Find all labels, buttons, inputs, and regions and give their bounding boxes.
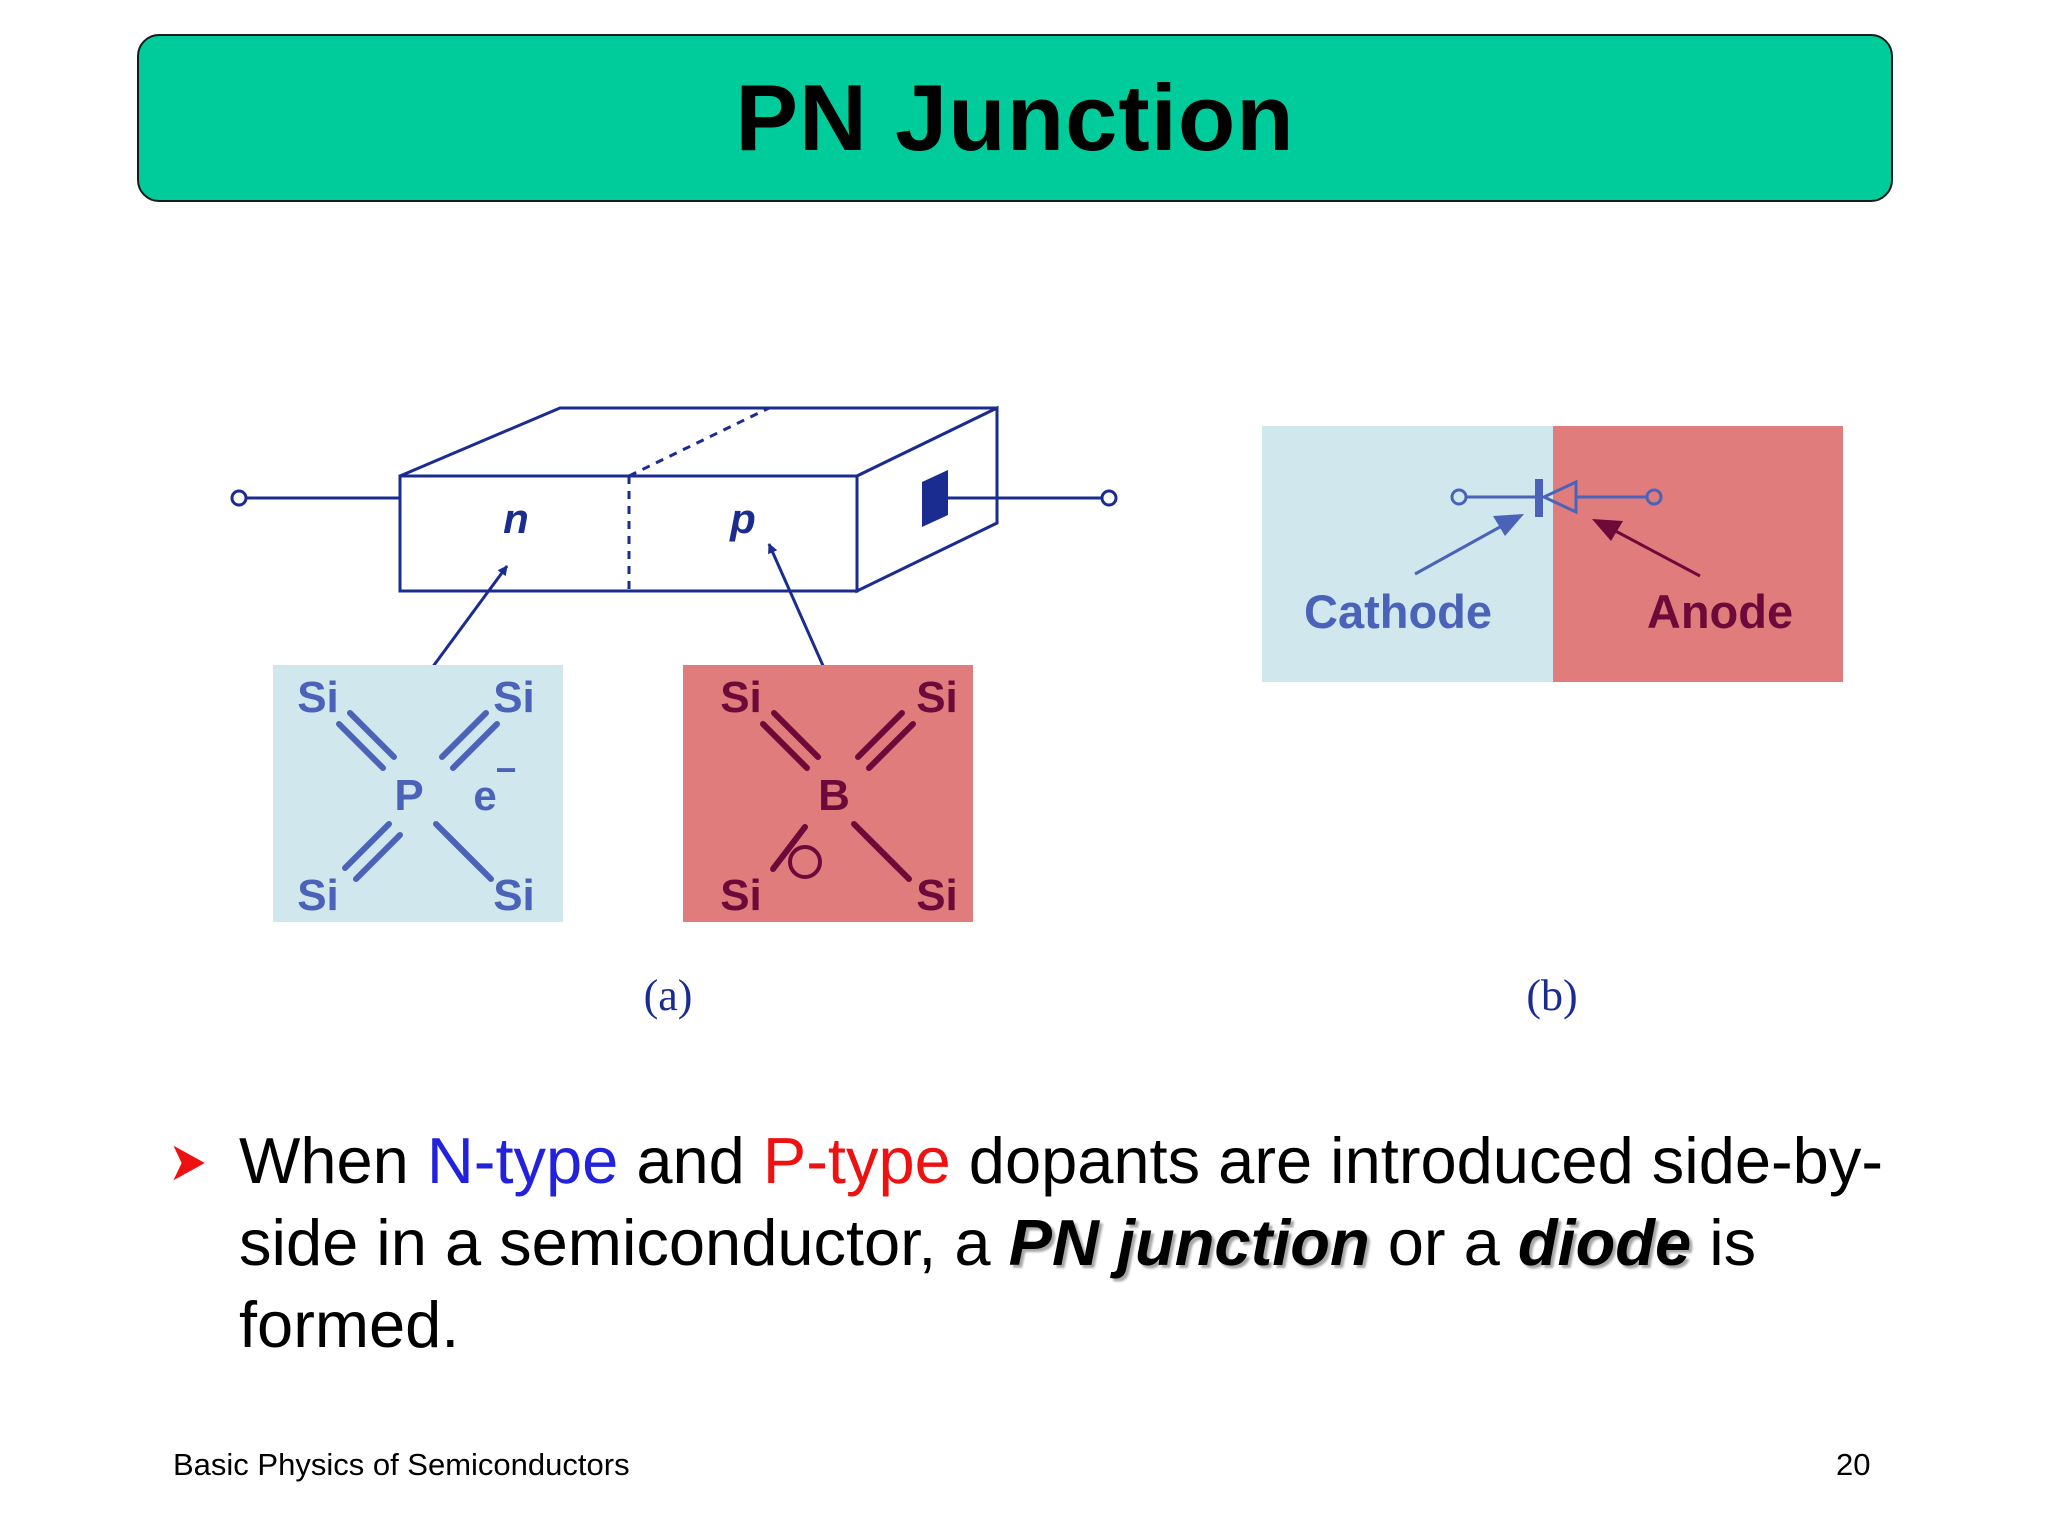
right-terminal bbox=[1100, 489, 1118, 507]
n-lattice-bonds bbox=[336, 710, 500, 882]
slide-title: PN Junction bbox=[735, 65, 1295, 170]
n-lattice-background bbox=[273, 665, 563, 922]
junction-line-top bbox=[628, 406, 770, 478]
anode-arrow bbox=[1607, 525, 1701, 578]
cathode-region bbox=[1262, 426, 1553, 682]
arrow-bullet-icon bbox=[168, 1140, 210, 1186]
cathode-arrow bbox=[1414, 520, 1510, 576]
n-type-lattice: Si Si Si Si P e − bbox=[273, 665, 563, 922]
diode-term: diode bbox=[1517, 1206, 1692, 1279]
anode-region bbox=[1553, 426, 1843, 682]
p-type-lattice: Si Si Si Si B bbox=[683, 665, 973, 922]
n-si-top-left: Si bbox=[297, 673, 339, 722]
p-type-term: P-type bbox=[762, 1124, 951, 1197]
phosphorus-atom: P bbox=[394, 771, 423, 820]
caption-a: (a) bbox=[644, 971, 693, 1020]
electron-charge: − bbox=[495, 749, 516, 790]
hole bbox=[788, 845, 822, 879]
caption-b: (b) bbox=[1526, 971, 1577, 1020]
boron-atom: B bbox=[818, 771, 850, 820]
anode-arrowhead bbox=[1592, 519, 1623, 541]
left-terminal bbox=[230, 489, 248, 507]
n-type-term: N-type bbox=[426, 1124, 619, 1197]
anode-label: Anode bbox=[1647, 585, 1793, 638]
semiconductor-bar bbox=[230, 405, 1118, 594]
bullet-text-part: and bbox=[618, 1124, 763, 1197]
page-number: 20 bbox=[1836, 1447, 1871, 1482]
free-electron: e bbox=[473, 772, 496, 819]
bullet-text: When N-type and P-type dopants are intro… bbox=[239, 1120, 1899, 1366]
p-lattice-bonds bbox=[760, 710, 916, 882]
p-si-top-left: Si bbox=[720, 673, 762, 722]
p-region-label: p bbox=[729, 495, 756, 542]
pn-junction-term: PN junction bbox=[1008, 1206, 1370, 1279]
bullet-text-part: dopants are introduced side-by-side in a… bbox=[239, 1124, 1883, 1279]
cathode-arrowhead bbox=[1493, 514, 1524, 536]
footer-course-title: Basic Physics of Semiconductors bbox=[173, 1447, 630, 1482]
cathode-label: Cathode bbox=[1304, 585, 1492, 638]
n-si-top-right: Si bbox=[493, 673, 535, 722]
diode-symbol-panel: Cathode Anode bbox=[1262, 426, 1843, 682]
title-bar: PN Junction bbox=[137, 34, 1893, 202]
p-lattice-background bbox=[683, 665, 973, 922]
diode-symbol bbox=[1450, 479, 1663, 517]
contact-pad bbox=[922, 470, 948, 527]
p-si-bottom-left: Si bbox=[720, 871, 762, 920]
p-si-top-right: Si bbox=[916, 673, 958, 722]
n-si-bottom-left: Si bbox=[297, 871, 339, 920]
anode-terminal bbox=[1645, 488, 1663, 506]
cathode-bar bbox=[1535, 479, 1543, 517]
n-si-bottom-right: Si bbox=[493, 871, 535, 920]
bullet-text-part: When bbox=[239, 1124, 427, 1197]
bullet-text-part: is formed. bbox=[239, 1206, 1757, 1361]
bullet-text-part: or a bbox=[1369, 1206, 1518, 1279]
n-region-label: n bbox=[503, 495, 529, 542]
p-si-bottom-right: Si bbox=[916, 871, 958, 920]
